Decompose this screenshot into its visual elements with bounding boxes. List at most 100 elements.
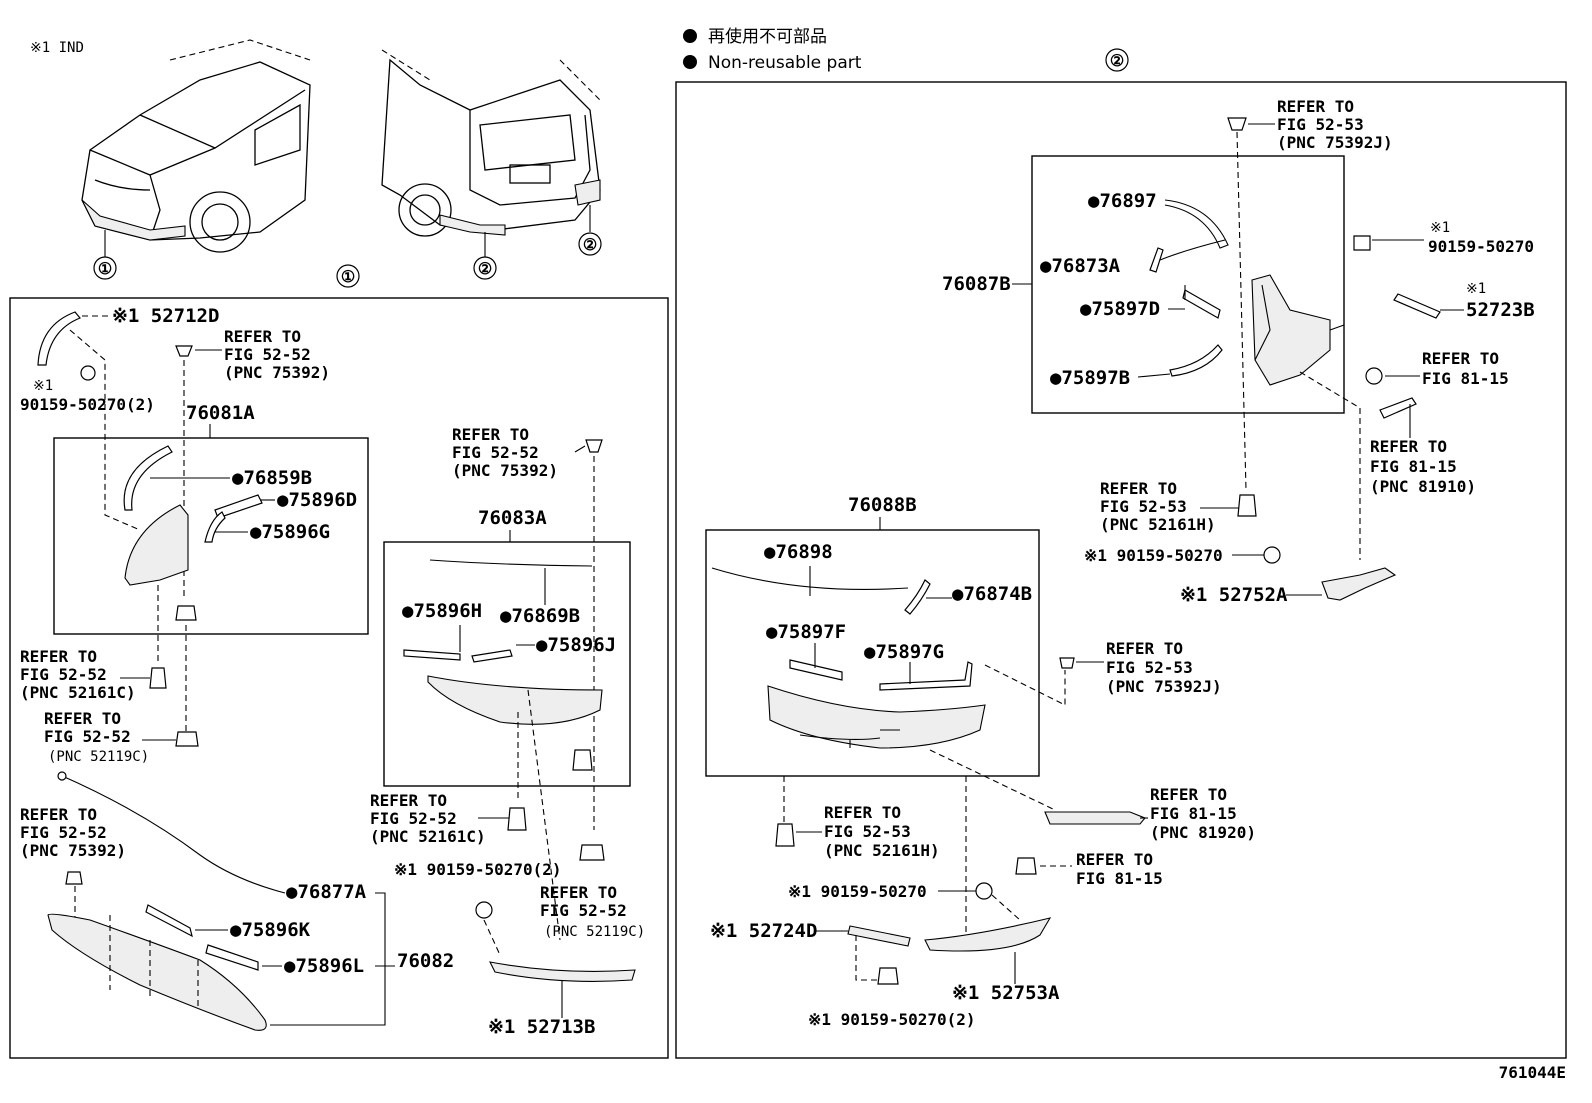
label-75896K: ●75896K bbox=[230, 919, 311, 941]
label-52753A: ※1 52753A bbox=[952, 982, 1060, 1004]
ref-a-s2: REFER TO FIG 52-53 (PNC 75392J) bbox=[1277, 97, 1393, 152]
bolt-icon bbox=[975, 882, 993, 900]
clip-icon bbox=[1227, 117, 1247, 131]
ref-a-s1: REFER TO FIG 52-52 (PNC 75392) bbox=[224, 327, 330, 382]
part-reflector-81920 bbox=[1044, 811, 1146, 825]
label-75897D: ●75897D bbox=[1080, 298, 1160, 320]
legend-dot-icon bbox=[683, 29, 697, 43]
label-bolt2-s2: ※1 90159-50270 bbox=[1084, 546, 1223, 565]
label-52723B-note: ※1 bbox=[1466, 281, 1486, 297]
kit-76082: 76082 bbox=[397, 950, 454, 972]
label-bolt3-s2: ※1 90159-50270 bbox=[788, 882, 927, 901]
callout-2-side: ② bbox=[583, 235, 597, 254]
part-52752A-shape bbox=[1321, 567, 1397, 601]
bolt-icon bbox=[475, 901, 493, 919]
label-76859B: ●76859B bbox=[232, 467, 312, 489]
label-76877A: ●76877A bbox=[286, 881, 367, 903]
ref-g-s2: REFER TO FIG 52-53 (PNC 52161H) bbox=[824, 803, 940, 860]
label-76874B: ●76874B bbox=[952, 583, 1032, 605]
ref-g-s1-pnc: (PNC 52119C) bbox=[544, 924, 645, 940]
part-52713B-shape bbox=[489, 961, 636, 982]
clip-icon bbox=[65, 871, 83, 885]
bolt-icon bbox=[1353, 235, 1371, 251]
label-bolt2-s1: ※1 90159-50270(2) bbox=[394, 860, 562, 879]
callout-2-rear: ② bbox=[478, 259, 492, 278]
bolt-icon bbox=[877, 967, 899, 985]
kit-76087B: 76087B bbox=[942, 273, 1011, 295]
kit-76081A: 76081A bbox=[186, 402, 255, 424]
ref-f-s1: REFER TO FIG 52-52 (PNC 52161C) bbox=[370, 791, 486, 846]
part-rear-left-piece bbox=[427, 675, 603, 725]
label-bolt4-s2: ※1 90159-50270(2) bbox=[808, 1010, 976, 1029]
label-75897F: ●75897F bbox=[766, 621, 846, 643]
label-75897G: ●75897G bbox=[864, 641, 944, 663]
clip-icon bbox=[175, 731, 199, 747]
label-bolt-note-s2: ※1 bbox=[1430, 220, 1450, 236]
clip-icon bbox=[579, 844, 605, 861]
car-rear-view: ② ② bbox=[381, 49, 602, 280]
part-front-lower-spoiler bbox=[47, 913, 267, 1031]
kit-76081A-box bbox=[53, 437, 369, 635]
section-2-frame bbox=[675, 81, 1567, 1059]
car-front-view: ① bbox=[81, 39, 311, 280]
clip-icon bbox=[175, 345, 193, 357]
label-bolt-note: ※1 bbox=[33, 378, 53, 394]
ref-f-s2: REFER TO FIG 81-15 (PNC 81920) bbox=[1150, 785, 1256, 842]
ref-h-s2: REFER TO FIG 81-15 bbox=[1076, 850, 1163, 888]
label-52752A: ※1 52752A bbox=[1180, 584, 1288, 606]
ref-b-s2: REFER TO FIG 81-15 bbox=[1422, 349, 1509, 388]
label-76897: ●76897 bbox=[1088, 190, 1157, 212]
label-bolt-90159-s2: 90159-50270 bbox=[1428, 237, 1534, 256]
note-ind: ※1 IND bbox=[30, 40, 84, 56]
kit-76088B: 76088B bbox=[848, 494, 917, 516]
legend-jp: 再使用不可部品 bbox=[708, 26, 827, 47]
label-75896H: ●75896H bbox=[402, 600, 482, 622]
footer-code: 761044E bbox=[1499, 1063, 1566, 1082]
section-1-callout: ① bbox=[341, 267, 355, 286]
clip-icon bbox=[507, 807, 527, 831]
ref-d-s1: REFER TO FIG 52-52 (PNC 75392) bbox=[20, 805, 126, 860]
clip-icon bbox=[149, 667, 167, 689]
clip-icon bbox=[585, 439, 603, 453]
label-bolt-90159: 90159-50270(2) bbox=[20, 395, 155, 414]
legend-dot-icon bbox=[683, 55, 697, 69]
label-76873A: ●76873A bbox=[1040, 255, 1121, 277]
ref-c-s2: REFER TO FIG 81-15 (PNC 81910) bbox=[1370, 437, 1476, 496]
clip-icon bbox=[1237, 494, 1257, 517]
clip-icon bbox=[572, 749, 593, 771]
label-75896L: ●75896L bbox=[284, 955, 364, 977]
bolt-icon bbox=[1365, 367, 1383, 385]
label-52723B: 52723B bbox=[1466, 299, 1535, 321]
ref-d-s2: REFER TO FIG 52-53 (PNC 52161H) bbox=[1100, 479, 1216, 534]
callout-1: ① bbox=[98, 259, 112, 278]
bolt-icon bbox=[1015, 857, 1037, 875]
part-52712D-shape bbox=[37, 311, 81, 366]
legend-en: Non-reusable part bbox=[708, 53, 862, 73]
kit-76083A-box bbox=[383, 541, 631, 787]
label-52713B: ※1 52713B bbox=[488, 1016, 595, 1038]
part-52724D-shape bbox=[847, 925, 911, 947]
part-rear-bumper-center bbox=[767, 685, 986, 749]
section-1-frame bbox=[9, 297, 669, 1059]
label-52724D: ※1 52724D bbox=[710, 920, 817, 942]
bolt-icon bbox=[1263, 546, 1281, 564]
ref-b-s1: REFER TO FIG 52-52 (PNC 52161C) bbox=[20, 647, 136, 702]
part-fender-piece bbox=[124, 504, 189, 586]
label-75896J: ●75896J bbox=[536, 634, 616, 656]
ref-g-s1: REFER TO FIG 52-52 bbox=[540, 883, 627, 920]
clip-icon bbox=[775, 823, 795, 847]
ref-e-s2: REFER TO FIG 52-53 (PNC 75392J) bbox=[1106, 639, 1222, 696]
ref-c-s1-pnc: (PNC 52119C) bbox=[48, 749, 149, 765]
clip-icon bbox=[175, 605, 197, 621]
part-rear-right-piece bbox=[1251, 274, 1331, 386]
label-75897B: ●75897B bbox=[1050, 367, 1130, 389]
ref-e-s1: REFER TO FIG 52-52 (PNC 75392) bbox=[452, 425, 558, 480]
label-76898: ●76898 bbox=[764, 541, 833, 563]
kit-76083A: 76083A bbox=[478, 507, 547, 529]
clip-icon bbox=[1059, 657, 1075, 669]
label-75896D: ●75896D bbox=[277, 489, 357, 511]
bolt-icon bbox=[80, 365, 96, 381]
label-75896G: ●75896G bbox=[250, 521, 330, 543]
